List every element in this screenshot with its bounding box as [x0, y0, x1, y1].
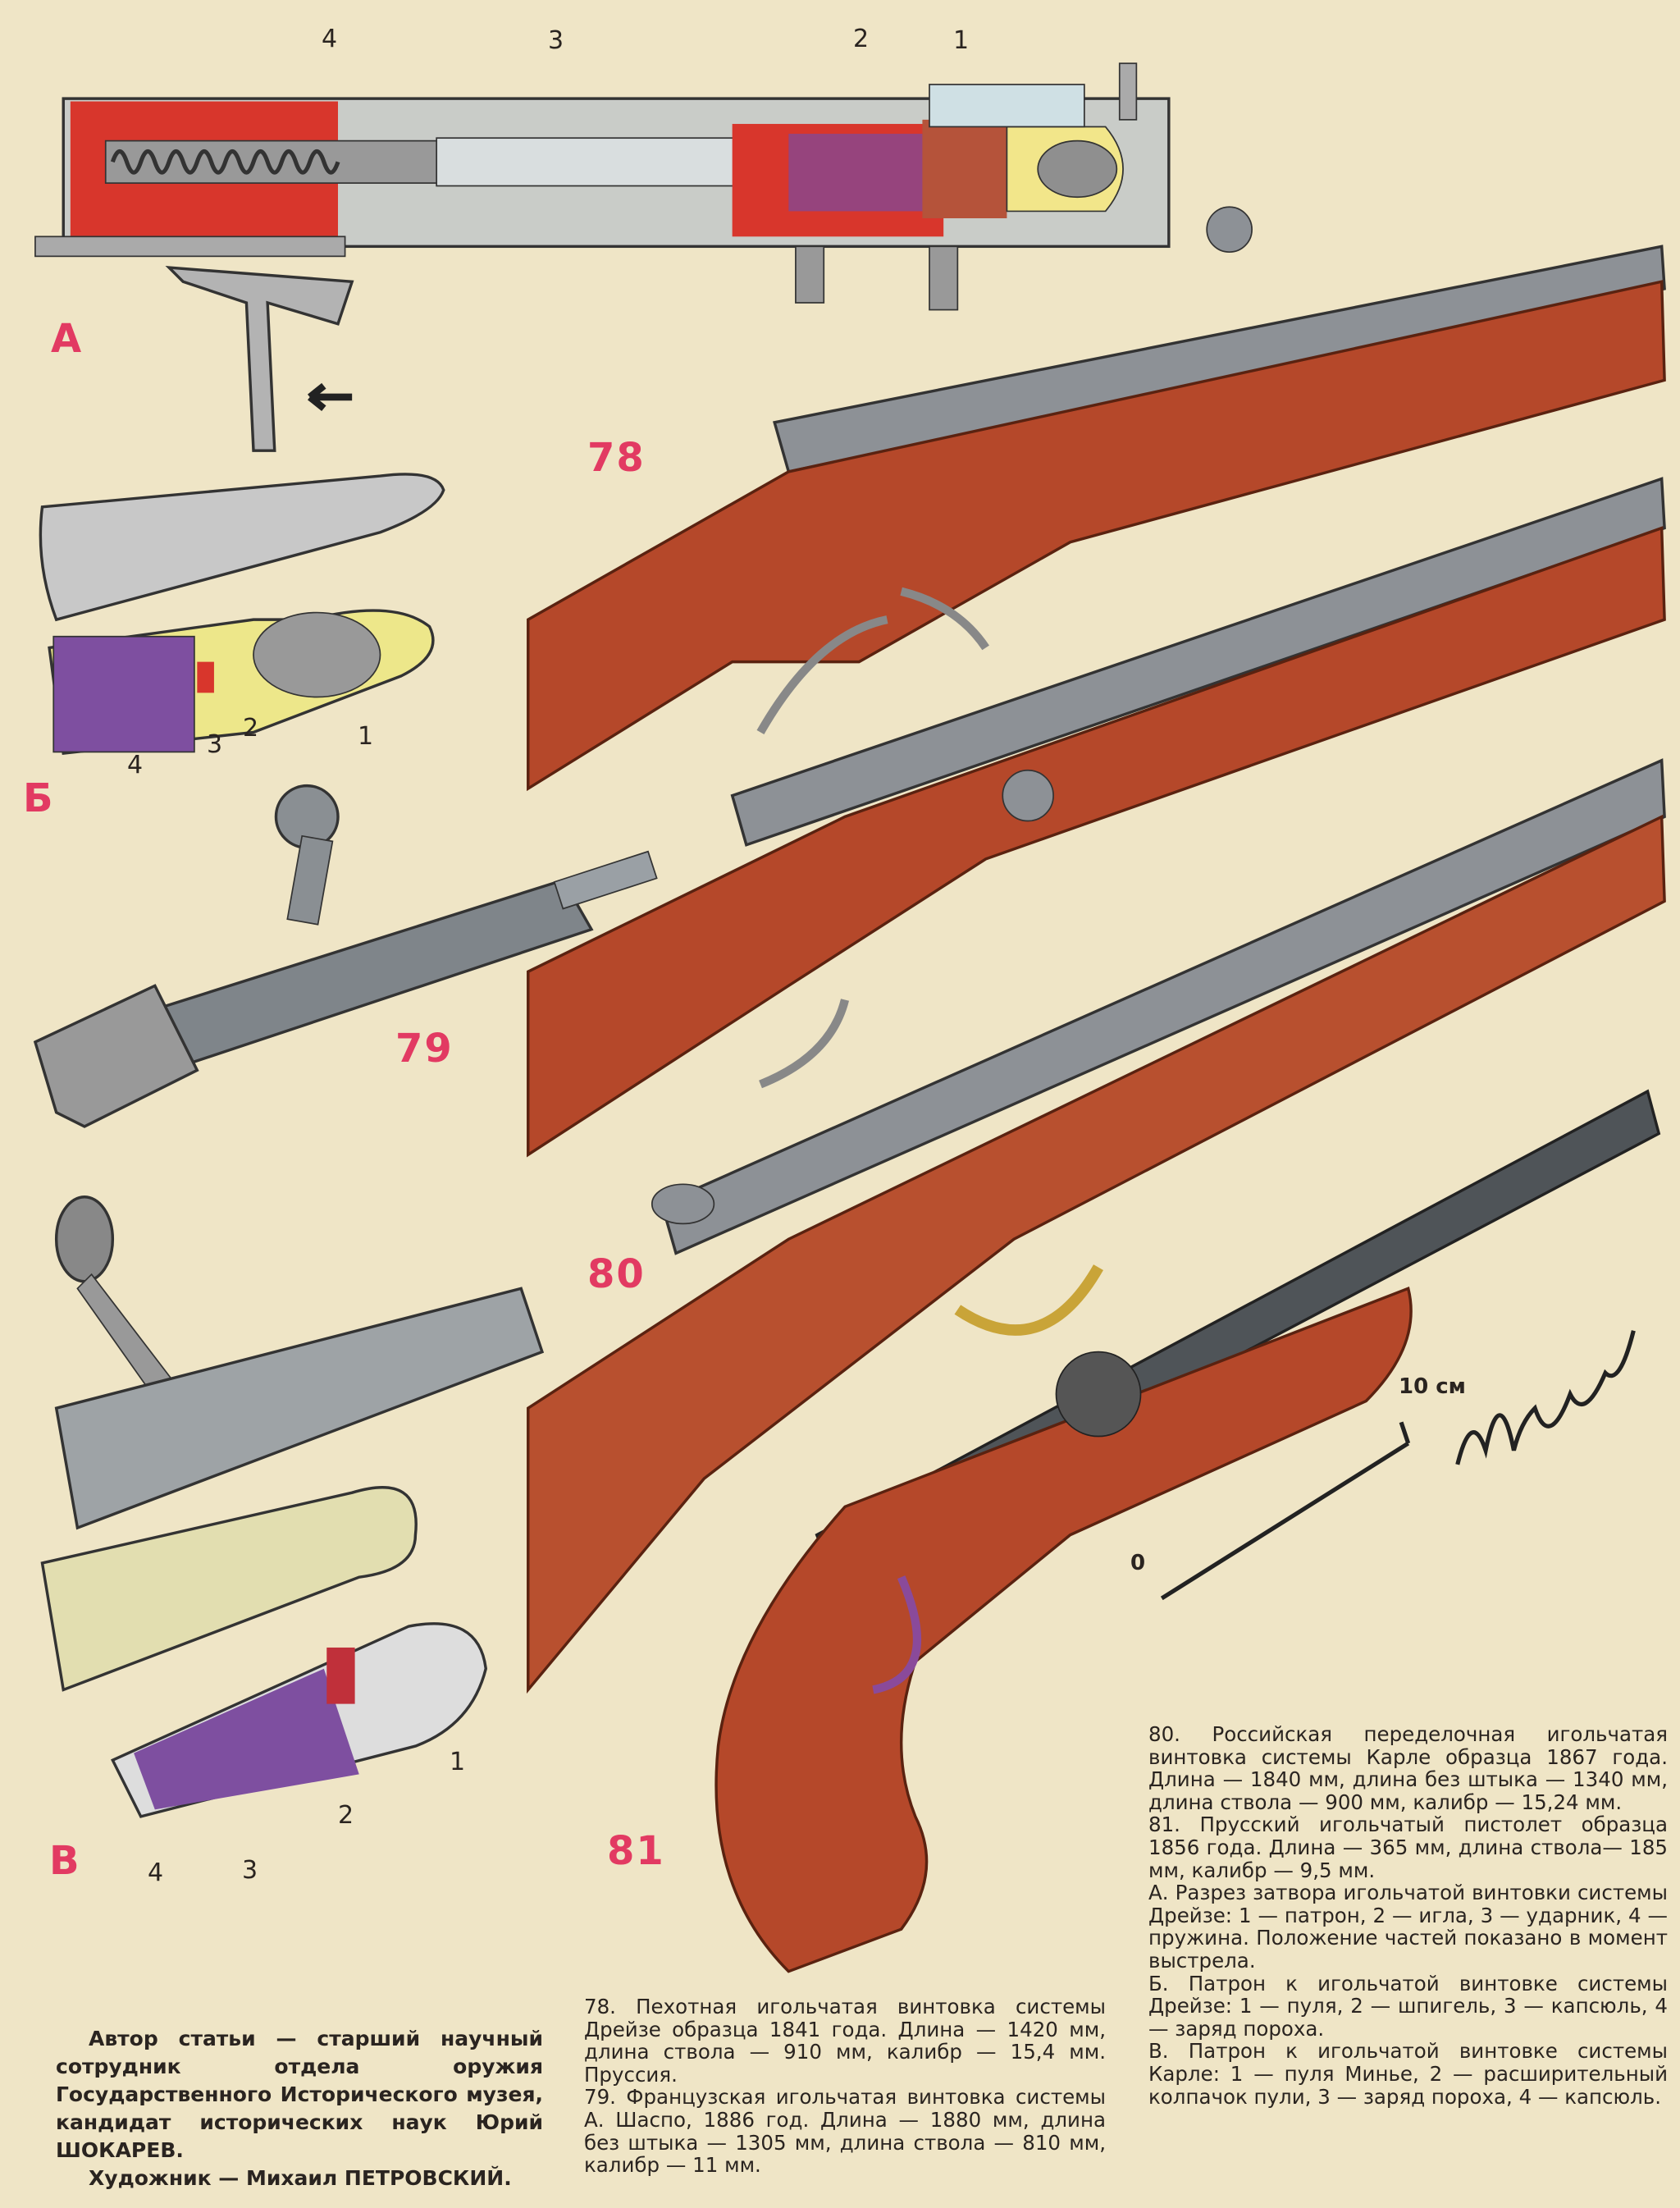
author-credits: Автор статьи — старший научный сотрудник…: [56, 2025, 543, 2192]
rifle-79: [527, 477, 1666, 1158]
part-number: 2: [243, 714, 259, 743]
bolt-cross-section-a: [34, 62, 1171, 452]
caption-v: В. Патрон к игольчатой винтовке системы …: [1148, 2039, 1668, 2109]
part-number: 4: [148, 1858, 164, 1887]
figure-label-b: Б: [23, 775, 55, 821]
part-number: 1: [953, 26, 970, 55]
scale-bar: [1160, 1421, 1411, 1601]
captions-middle: 78. Пехотная игольчатая винтовка системы…: [584, 1995, 1106, 2177]
figure-label-v: В: [49, 1838, 81, 1884]
caption-b: Б. Патрон к игольчатой винтовке системы …: [1148, 1971, 1668, 2041]
figure-label-80: 80: [587, 1251, 646, 1297]
figure-label-a: А: [51, 316, 84, 362]
part-number: 1: [450, 1748, 466, 1776]
part-number: 3: [242, 1856, 258, 1885]
part-number: 3: [207, 730, 223, 759]
captions-right: 80. Российская переделочная игольчатая в…: [1148, 1723, 1668, 2108]
caption-80: 80. Российская переделочная игольчатая в…: [1148, 1722, 1668, 1814]
scale-end-label: 10 см: [1399, 1374, 1466, 1399]
bolt-79: [33, 784, 658, 1128]
artist-signature: [1455, 1330, 1636, 1465]
part-number: 2: [338, 1801, 354, 1830]
bolt-v: [40, 1195, 545, 1818]
author-note: Автор статьи — старший научный сотрудник…: [56, 2027, 543, 2162]
rifle-78: [527, 206, 1666, 792]
part-number: 2: [853, 25, 870, 53]
caption-81: 81. Прусский игольчатый пистолет образца…: [1148, 1813, 1668, 1882]
part-number: 4: [127, 751, 144, 779]
rifle-80: [527, 758, 1666, 1694]
part-number: 3: [548, 26, 564, 55]
figure-label-81: 81: [607, 1828, 665, 1874]
part-number: 1: [358, 722, 374, 751]
pistol-81: [714, 1089, 1661, 1973]
cartridge-b: [39, 473, 445, 756]
caption-79: 79. Французская игольчатая винтовка сист…: [584, 2085, 1106, 2178]
caption-a: А. Разрез затвора игольчатой винтовки си…: [1148, 1881, 1668, 1973]
part-number: 4: [322, 25, 338, 53]
figure-label-79: 79: [395, 1026, 454, 1072]
caption-78: 78. Пехотная игольчатая винтовка системы…: [584, 1995, 1106, 2087]
artist-note: Художник — Михаил ПЕТРОВСКИЙ.: [89, 2166, 512, 2190]
scale-start-label: 0: [1130, 1551, 1146, 1575]
figure-label-78: 78: [587, 435, 646, 481]
